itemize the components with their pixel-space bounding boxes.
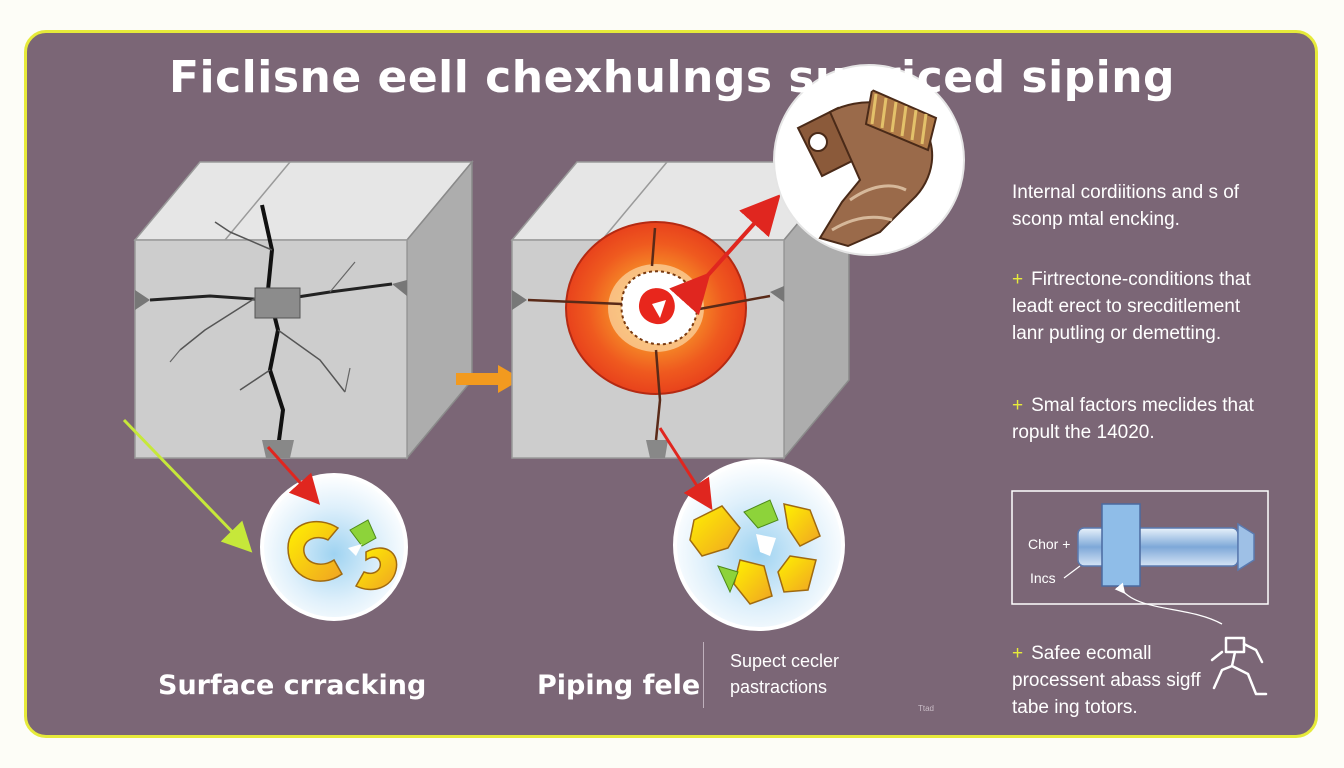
piping-label: Piping fele bbox=[537, 670, 701, 701]
side-intro-line-1: Internal cordiitions and s of bbox=[1012, 182, 1240, 203]
side-item-2-line-1: Smal factors meclides that bbox=[1031, 395, 1254, 416]
side-item-3: + Safee ecomall processent abass sigff ta… bbox=[1012, 640, 1222, 721]
micro-text: Ttad bbox=[918, 704, 935, 713]
bullet-icon: + bbox=[1012, 643, 1024, 664]
side-item-2: + Smal factors meclides that ropult the 1… bbox=[1012, 392, 1312, 446]
fracture-magnifier-middle-icon bbox=[673, 459, 845, 631]
page-title: Ficlisne eell chexhulngs supriced siping bbox=[168, 52, 1176, 103]
cracked-block-icon bbox=[133, 159, 474, 461]
surface-cracking-label: Surface crracking bbox=[158, 670, 427, 701]
side-item-1-line-1: Firtrectone-conditions that bbox=[1031, 269, 1251, 290]
middle-note-line-2: pastractions bbox=[730, 677, 828, 697]
side-intro: Internal cordiitions and s of sconp mtal… bbox=[1012, 179, 1312, 233]
divider-line bbox=[703, 642, 704, 708]
side-item-3-line-3: tabe ing totors. bbox=[1012, 697, 1138, 718]
middle-note: Supect cecler pastractions bbox=[730, 648, 839, 700]
inset-label-top: Chor + bbox=[1028, 536, 1071, 552]
side-item-3-line-2: processent abass sigff bbox=[1012, 670, 1201, 691]
side-item-1: + Firtrectone-conditions that leadt erect… bbox=[1012, 266, 1312, 347]
bullet-icon: + bbox=[1012, 395, 1024, 416]
middle-note-line-1: Supect cecler bbox=[730, 651, 840, 671]
pipe-schematic-icon bbox=[1011, 490, 1269, 625]
side-intro-line-2: sconp mtal encking. bbox=[1012, 209, 1180, 230]
side-item-1-line-3: lanr putling or demetting. bbox=[1012, 323, 1222, 344]
side-item-3-line-1: Safee ecomall bbox=[1031, 643, 1152, 664]
bullet-icon: + bbox=[1012, 269, 1024, 290]
inset-label-bottom: Incs bbox=[1030, 570, 1056, 586]
side-item-2-line-2: ropult the 14020. bbox=[1012, 422, 1155, 443]
side-item-1-line-2: leadt erect to srecditlement bbox=[1012, 296, 1241, 317]
lime-arrow-icon bbox=[122, 418, 253, 553]
robot-walker-icon bbox=[1210, 636, 1268, 696]
red-double-arrow-icon bbox=[669, 194, 781, 316]
red-arrow-icon bbox=[266, 445, 321, 505]
pipe-fitting-icon bbox=[773, 64, 965, 256]
fracture-magnifier-icon bbox=[260, 473, 408, 621]
orange-arrow-icon bbox=[456, 365, 522, 393]
red-arrow-middle-icon bbox=[658, 427, 713, 511]
